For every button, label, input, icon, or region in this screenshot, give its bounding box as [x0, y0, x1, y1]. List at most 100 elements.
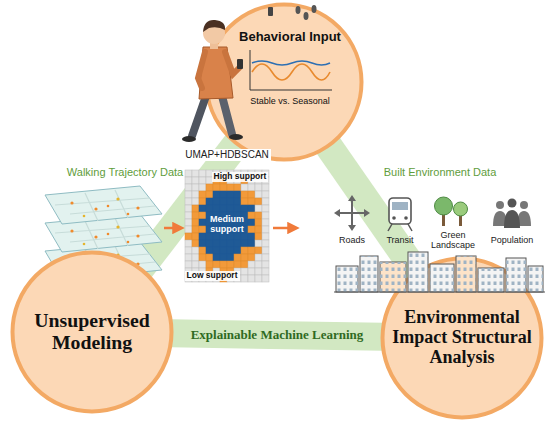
grid-cell: [262, 240, 269, 247]
grid-cell: [255, 226, 262, 233]
grid-cell: [227, 240, 234, 247]
grid-cell: [234, 247, 241, 254]
grid-cell: [192, 261, 199, 268]
grid-cell: [206, 184, 213, 191]
green-icon: [435, 197, 468, 226]
grid-cell: [227, 261, 234, 268]
grid-cell: [199, 219, 206, 226]
grid-cell: [262, 191, 269, 198]
grid-cell: [262, 219, 269, 226]
circle-node: Unsupervised Modeling: [10, 250, 174, 414]
grid-cell: [255, 268, 262, 275]
grid-cell: [255, 247, 262, 254]
grid-cell: [248, 254, 255, 261]
grid-cell: [192, 240, 199, 247]
grid-cell: [206, 191, 213, 198]
data-source-label: Built Environment Data: [384, 166, 497, 179]
grid-cell: [213, 247, 220, 254]
node-title: Unsupervised Modeling: [18, 310, 166, 354]
grid-cell: [199, 198, 206, 205]
grid-cell: [255, 240, 262, 247]
grid-cell: [241, 205, 248, 212]
grid-cell: [185, 177, 192, 184]
transit-icon: [388, 198, 412, 231]
circle-node: Behavioral InputStable vs. Seasonal: [204, 2, 364, 162]
grid-cell: [192, 198, 199, 205]
grid-cell: [227, 184, 234, 191]
environment-icons: [334, 195, 531, 231]
grid-cell: [248, 226, 255, 233]
connector-band: [328, 145, 417, 273]
grid-cell: [248, 240, 255, 247]
grid-cell: [199, 184, 206, 191]
grid-cell: [213, 205, 220, 212]
node-title: Environmental Impact Structural Analysis: [388, 308, 536, 367]
grid-cell: [220, 247, 227, 254]
grid-cell: [248, 198, 255, 205]
node-heading: Behavioral Input: [239, 29, 341, 44]
grid-cell: [185, 226, 192, 233]
grid-cell: [248, 184, 255, 191]
grid-cell: [220, 205, 227, 212]
grid-cell: [227, 191, 234, 198]
grid-cell: [192, 219, 199, 226]
icon-label: Green Landscape: [422, 230, 484, 251]
grid-cell: [262, 247, 269, 254]
grid-cell: [248, 261, 255, 268]
grid-cell: [255, 205, 262, 212]
grid-cell: [185, 247, 192, 254]
cluster-grid: [185, 170, 269, 282]
grid-cell: [248, 212, 255, 219]
grid-cell: [213, 198, 220, 205]
grid-cell: [199, 247, 206, 254]
grid-cell: [213, 240, 220, 247]
grid-cell: [192, 254, 199, 261]
grid-cell: [185, 233, 192, 240]
population-icon: [493, 199, 531, 229]
grid-cell: [262, 226, 269, 233]
grid-cell: [185, 219, 192, 226]
grid-cell: [227, 247, 234, 254]
grid-cell: [199, 261, 206, 268]
grid-cell: [255, 254, 262, 261]
grid-cell: [199, 233, 206, 240]
grid-cell: [206, 205, 213, 212]
grid-cell: [234, 254, 241, 261]
grid-cell: [185, 191, 192, 198]
grid-cell: [185, 240, 192, 247]
cluster-label: Medium support: [204, 214, 250, 235]
icon-label: Roads: [339, 235, 365, 245]
grid-cell: [248, 233, 255, 240]
method-label: UMAP+HDBSCAN: [183, 149, 271, 161]
grid-cell: [192, 170, 199, 177]
grid-cell: [255, 191, 262, 198]
grid-cell: [241, 184, 248, 191]
grid-cell: [255, 261, 262, 268]
grid-cell: [220, 261, 227, 268]
grid-cell: [199, 170, 206, 177]
grid-cell: [206, 198, 213, 205]
grid-cell: [248, 268, 255, 275]
city-buildings: [334, 252, 545, 292]
grid-cell: [206, 254, 213, 261]
grid-cell: [241, 261, 248, 268]
grid-cell: [185, 254, 192, 261]
grid-cell: [220, 240, 227, 247]
grid-cell: [248, 205, 255, 212]
data-source-label: Walking Trajectory Data: [67, 166, 183, 179]
cluster-label: High support: [212, 172, 269, 182]
grid-cell: [213, 261, 220, 268]
grid-cell: [185, 212, 192, 219]
grid-cell: [241, 240, 248, 247]
grid-cell: [199, 254, 206, 261]
grid-cell: [262, 212, 269, 219]
grid-cell: [262, 261, 269, 268]
grid-cell: [262, 268, 269, 275]
grid-cell: [248, 247, 255, 254]
grid-cell: [234, 205, 241, 212]
grid-cell: [234, 184, 241, 191]
grid-cell: [185, 198, 192, 205]
grid-cell: [192, 233, 199, 240]
grid-cell: [262, 233, 269, 240]
